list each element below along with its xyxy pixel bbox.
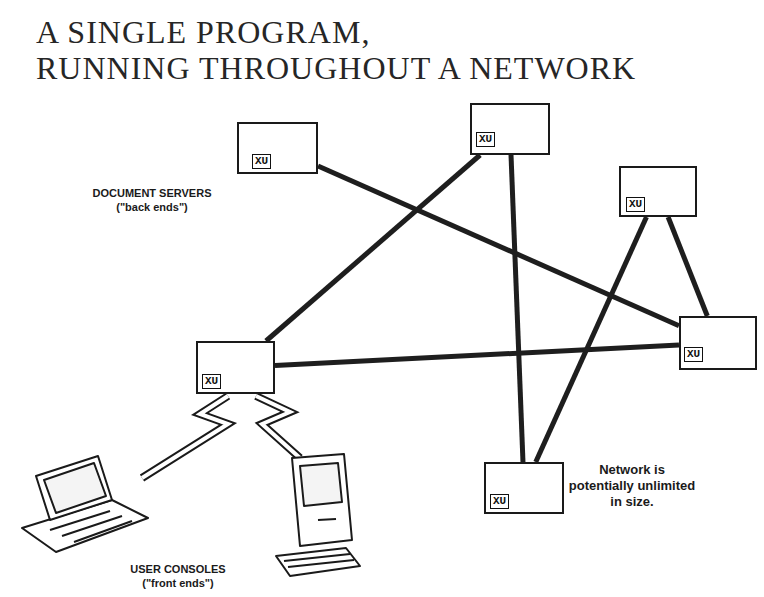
document-server: XU (679, 316, 757, 370)
network-link (668, 217, 707, 316)
document-server: XU (619, 166, 697, 217)
xu-logo: XU (202, 374, 221, 389)
note-text: Network is potentially unlimited in size… (566, 462, 698, 510)
network-link (275, 345, 679, 366)
title-block: A SINGLE PROGRAM, RUNNING THROUGHOUT A N… (36, 14, 756, 86)
document-server: XU (196, 341, 275, 394)
wireless-bolt (142, 396, 300, 478)
document-server: XU (484, 462, 564, 514)
xu-logo: XU (490, 494, 509, 509)
laptop-console (22, 456, 148, 552)
xu-logo: XU (252, 154, 271, 169)
document-server: XU (470, 103, 550, 155)
xu-logo: XU (684, 347, 703, 362)
title-spacer (506, 14, 756, 50)
desktop-console (276, 454, 360, 576)
network-link (536, 217, 647, 462)
group-label: USER CONSOLES ("front ends") (118, 562, 238, 590)
diagram-title: A SINGLE PROGRAM, RUNNING THROUGHOUT A N… (36, 14, 756, 86)
xu-logo: XU (476, 132, 495, 147)
document-server: XU (237, 122, 318, 174)
network-link (266, 155, 480, 341)
network-link (511, 155, 523, 462)
group-label: DOCUMENT SERVERS ("back ends") (86, 186, 218, 214)
xu-logo: XU (626, 197, 645, 212)
